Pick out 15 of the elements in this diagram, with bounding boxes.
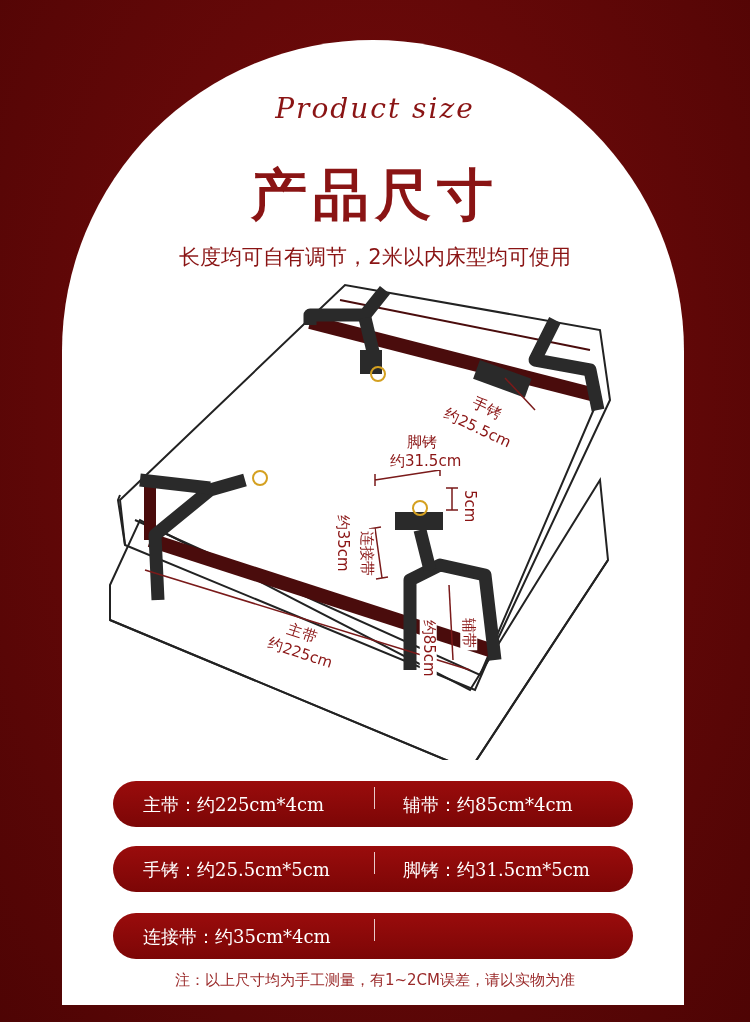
dimension-label: 连接带 bbox=[358, 528, 375, 578]
spec-text: 辅带：约85cm*4cm bbox=[403, 793, 573, 817]
dimension-label: 辅带 bbox=[460, 616, 478, 651]
dimension-label: 约85cm bbox=[420, 617, 437, 679]
subtitle-english: Product size bbox=[274, 92, 476, 125]
dimension-label: 脚铐 bbox=[405, 434, 439, 451]
spec-text: 连接带：约35cm*4cm bbox=[143, 925, 331, 949]
dimension-label: 约35cm bbox=[334, 512, 351, 574]
spec-text: 主带：约225cm*4cm bbox=[143, 793, 325, 817]
spec-text: 脚铐：约31.5cm*5cm bbox=[403, 858, 590, 882]
note: 注：以上尺寸均为手工测量，有1~2CM误差，请以实物为准 bbox=[173, 971, 577, 990]
title: 产品尺寸 bbox=[250, 160, 500, 229]
dimension-label: 约31.5cm bbox=[388, 453, 464, 470]
subtitle: 长度均可自有调节，2米以内床型均可使用 bbox=[178, 244, 572, 271]
spec-text: 手铐：约25.5cm*5cm bbox=[143, 858, 330, 882]
